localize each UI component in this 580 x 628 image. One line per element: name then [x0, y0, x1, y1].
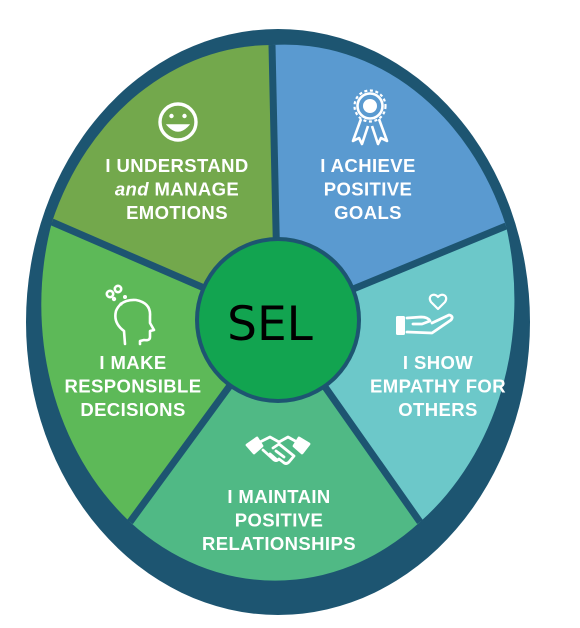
segment-label-text: RELATIONSHIPS [202, 533, 356, 554]
segment-label-line: I MAINTAIN [227, 486, 330, 507]
segment-label-line: DECISIONS [80, 399, 185, 420]
segment-label-text: I ACHIEVE [320, 155, 415, 176]
segment-label-text: EMOTIONS [126, 202, 228, 223]
smiley-face-icon [158, 102, 198, 142]
segment-label-line: and MANAGE [115, 179, 239, 200]
segment-label-text: EMPATHY FOR [370, 376, 506, 397]
segment-label-text: MANAGE [149, 179, 239, 200]
segment-label-text: I SHOW [403, 352, 473, 373]
segment-label-text: POSITIVE [324, 179, 413, 200]
center-hub [199, 241, 357, 399]
thinking-head-icon [105, 284, 156, 346]
segment-label-text: POSITIVE [235, 510, 324, 531]
center-label: SEL [227, 297, 313, 352]
segment-label-line: I ACHIEVE [320, 155, 415, 176]
segment-goals [272, 44, 506, 320]
segment-label-line: OTHERS [398, 399, 478, 420]
segment-label-line: POSITIVE [235, 510, 324, 531]
segment-label-text: I MAINTAIN [227, 486, 330, 507]
segment-label-text: I UNDERSTAND [105, 155, 248, 176]
segment-label-line: EMOTIONS [126, 202, 228, 223]
segment-label-text: and [115, 179, 149, 200]
segment-label-line: POSITIVE [324, 179, 413, 200]
segment-label-text: DECISIONS [80, 399, 185, 420]
segment-label-line: GOALS [334, 202, 402, 223]
segment-label-text: RESPONSIBLE [64, 376, 201, 397]
segment-label-line: I MAKE [99, 352, 166, 373]
segment-label-text: GOALS [334, 202, 402, 223]
handshake-icon [245, 435, 311, 465]
segment-emotions [52, 44, 278, 320]
segment-label-text: OTHERS [398, 399, 478, 420]
hand-heart-icon [396, 293, 454, 335]
segment-label-line: EMPATHY FOR [370, 376, 506, 397]
segment-label-line: I SHOW [403, 352, 473, 373]
segment-label-text: I MAKE [99, 352, 166, 373]
award-ribbon-icon [351, 89, 389, 146]
segment-label-line: I UNDERSTAND [105, 155, 248, 176]
segment-label-line: RELATIONSHIPS [202, 533, 356, 554]
segment-label-line: RESPONSIBLE [64, 376, 201, 397]
